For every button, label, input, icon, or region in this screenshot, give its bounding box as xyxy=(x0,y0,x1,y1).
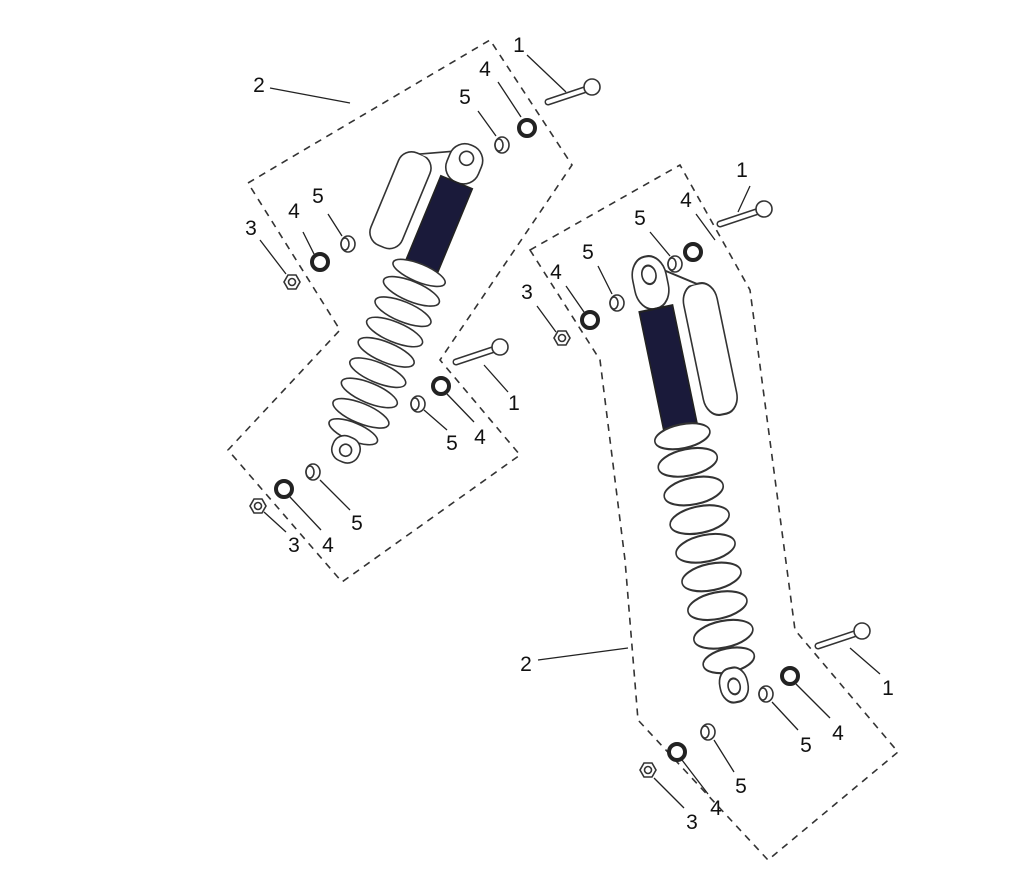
callout-label: 5 xyxy=(312,185,324,208)
callout-label: 4 xyxy=(322,534,334,557)
washer-icon xyxy=(667,742,687,762)
washer-icon xyxy=(580,310,600,330)
callout-label: 5 xyxy=(800,734,812,757)
bolt-icon xyxy=(720,201,772,224)
right-shock-absorber xyxy=(614,242,800,710)
washer-icon xyxy=(274,479,294,499)
washer-icon xyxy=(431,376,451,396)
callout-label: 4 xyxy=(710,797,722,820)
callout-label: 4 xyxy=(550,261,562,284)
nut-icon xyxy=(553,330,571,346)
callout-label: 5 xyxy=(459,86,471,109)
callout-label: 5 xyxy=(735,775,747,798)
callout-label: 5 xyxy=(446,432,458,455)
callout-label: 2 xyxy=(520,653,532,676)
washer-icon xyxy=(683,242,703,262)
nut-icon xyxy=(639,762,657,778)
washer-icon xyxy=(780,666,800,686)
callout-label: 3 xyxy=(245,217,257,240)
bushing-icon xyxy=(494,136,510,154)
bolt-icon xyxy=(456,339,508,362)
callout-label: 4 xyxy=(479,58,491,81)
right-assembly-outline xyxy=(528,163,900,862)
bushing-icon xyxy=(609,294,625,312)
bushing-icon xyxy=(305,463,321,481)
bushing-icon xyxy=(410,395,426,413)
nut-icon xyxy=(283,274,301,290)
callout-label: 4 xyxy=(474,426,486,449)
callout-label: 1 xyxy=(882,677,894,700)
left-assembly-outline xyxy=(226,38,573,584)
washer-icon xyxy=(517,118,537,138)
callout-label: 4 xyxy=(288,200,300,223)
callout-label: 4 xyxy=(832,722,844,745)
callout-label: 5 xyxy=(582,241,594,264)
callout-label: 2 xyxy=(253,74,265,97)
nut-icon xyxy=(249,498,267,514)
callout-label: 1 xyxy=(513,34,525,57)
callout-label: 5 xyxy=(351,512,363,535)
callout-label: 4 xyxy=(680,189,692,212)
callout-label: 3 xyxy=(288,534,300,557)
callout-label: 1 xyxy=(736,159,748,182)
bolt-icon xyxy=(818,623,870,646)
washer-icon xyxy=(310,252,330,272)
leader-lines-left xyxy=(259,54,567,533)
bushing-icon xyxy=(340,235,356,253)
bushing-icon xyxy=(700,723,716,741)
left-shock-absorber xyxy=(282,120,501,474)
callout-label: 3 xyxy=(521,281,533,304)
callout-label: 3 xyxy=(686,811,698,834)
callout-label: 5 xyxy=(634,207,646,230)
leader-lines-right xyxy=(536,185,881,809)
bushing-icon xyxy=(667,255,683,273)
callout-label: 1 xyxy=(508,392,520,415)
bushing-icon xyxy=(758,685,774,703)
